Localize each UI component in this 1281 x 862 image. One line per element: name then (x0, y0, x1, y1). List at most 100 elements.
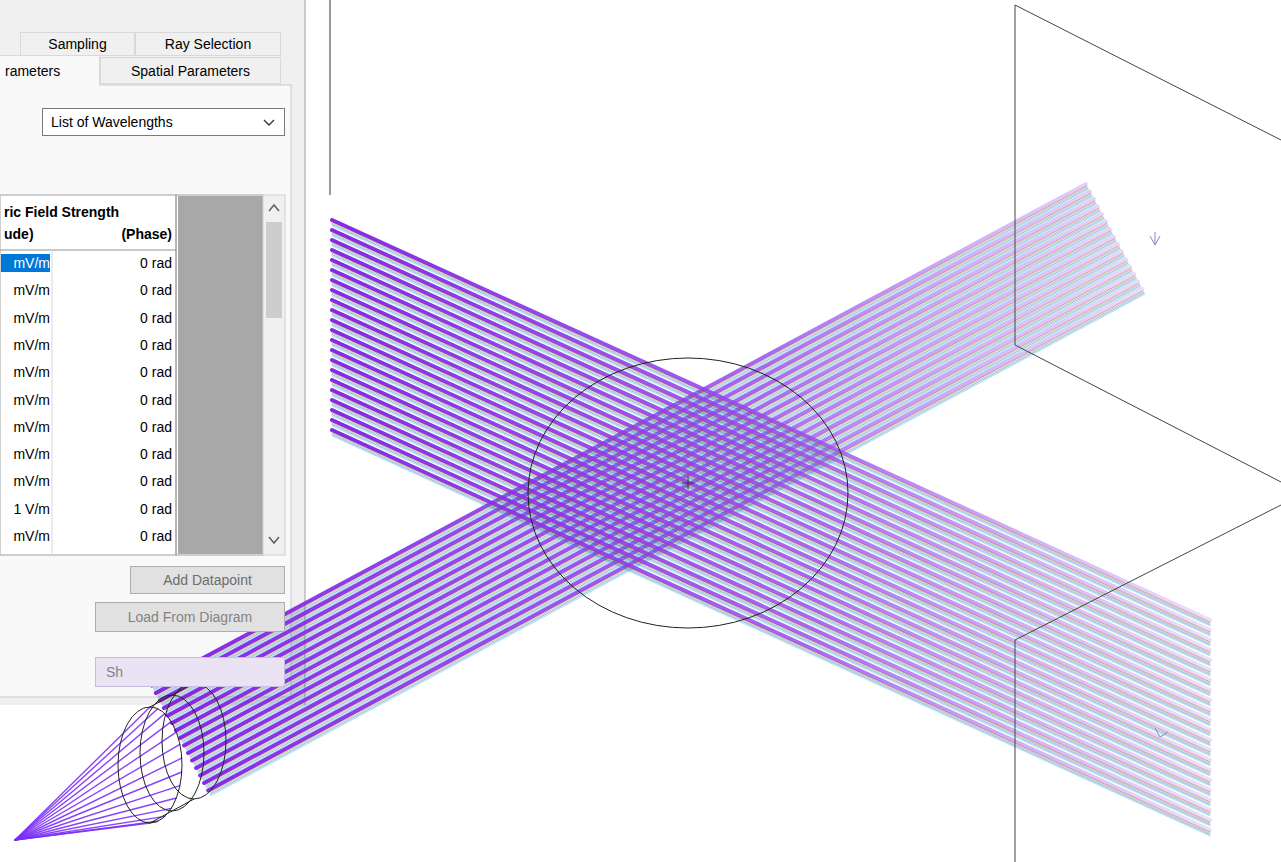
table-cell: 0 rad (60, 500, 172, 518)
ray (332, 390, 1210, 790)
ray (332, 412, 1210, 812)
ray (332, 386, 1210, 786)
ray (332, 382, 1210, 782)
ray (332, 352, 1210, 752)
ray (332, 383, 1210, 783)
ray (332, 406, 1210, 806)
ray (332, 343, 1210, 743)
plane-mark (1150, 232, 1160, 245)
ray (332, 322, 1210, 722)
ray (332, 310, 1210, 710)
ray (332, 362, 1210, 762)
table-cell: 0 rad (60, 445, 172, 463)
detector-plane (1015, 505, 1281, 862)
ray (332, 316, 1210, 716)
ray (332, 380, 1210, 780)
ray (332, 366, 1210, 766)
lens-surface (140, 695, 204, 811)
ray (190, 255, 1124, 756)
ray (154, 188, 1088, 689)
ray (332, 405, 1210, 805)
scrollbar (263, 195, 285, 555)
ray (332, 360, 1210, 760)
lens (118, 683, 226, 823)
ray (332, 410, 1210, 810)
button: Load From Diagram (95, 602, 285, 632)
table-cell: 0 rad (60, 418, 172, 436)
ray (332, 340, 1210, 740)
table-cell: 0 rad (60, 309, 172, 327)
button-text: Sampling (48, 36, 106, 52)
detector-planes (1015, 5, 1281, 862)
button: Sh (95, 657, 285, 687)
ray (332, 330, 1210, 730)
column-header: ric Field Strength (4, 203, 174, 221)
ray (332, 372, 1210, 772)
table-cell: mV/m (1, 254, 50, 272)
button-text: Add Datapoint (163, 572, 252, 588)
ray (332, 312, 1210, 712)
ray (332, 326, 1210, 726)
ray (332, 396, 1210, 796)
ray (15, 786, 180, 840)
tab-page (0, 85, 291, 697)
ray (15, 823, 150, 840)
table-ground (0, 195, 263, 555)
table-cell: 0 rad (60, 281, 172, 299)
table-cell: 0 rad (60, 363, 172, 381)
ray (332, 400, 1210, 800)
ray (332, 315, 1210, 715)
ray (332, 353, 1210, 753)
dropdown-arrow (262, 117, 276, 127)
ray (15, 744, 180, 840)
table-cell: mV/m (1, 336, 50, 354)
table-header-line (0, 250, 176, 251)
ray (332, 375, 1210, 775)
ray (332, 435, 1210, 835)
ray (332, 423, 1210, 823)
tab: rameters (0, 55, 100, 86)
ray (15, 732, 176, 840)
ray (332, 370, 1210, 770)
ray (332, 355, 1210, 755)
ray (332, 432, 1210, 832)
table-cell: mV/m (1, 391, 50, 409)
button-text: List of Wavelengths (51, 114, 173, 130)
ray (332, 356, 1210, 756)
button-text: Ray Selection (165, 36, 251, 52)
ray (332, 376, 1210, 776)
ray (332, 385, 1210, 785)
table-cell: 1 V/m (1, 500, 50, 518)
ray (332, 320, 1210, 720)
ray (332, 350, 1210, 750)
table-cell: mV/m (1, 309, 50, 327)
ray (332, 345, 1210, 745)
ray (332, 305, 1210, 705)
ray (332, 346, 1210, 746)
ray (15, 722, 171, 840)
ray (332, 430, 1210, 830)
ray (332, 323, 1210, 723)
table-cell: mV/m (1, 527, 50, 545)
ray (332, 392, 1210, 792)
table-cell: mV/m (1, 418, 50, 436)
ray (332, 426, 1210, 826)
table-cell: 0 rad (60, 391, 172, 409)
table-empty-column (178, 196, 263, 554)
scroll-down-arrow (269, 537, 279, 543)
table-cell: 0 rad (60, 336, 172, 354)
ray (332, 306, 1210, 706)
ray (332, 303, 1210, 703)
ray (15, 758, 182, 840)
tab: Spatial Parameters (100, 57, 281, 84)
panel-ground (0, 0, 305, 705)
button-text: Spatial Parameters (131, 63, 250, 79)
ray (332, 300, 1210, 700)
ray (332, 403, 1210, 803)
tab: Ray Selection (135, 32, 281, 56)
dropdown: List of Wavelengths (42, 108, 285, 136)
lens-side (150, 683, 194, 823)
window-edge (330, 0, 331, 195)
center-mark (682, 477, 694, 489)
ray (332, 436, 1210, 836)
